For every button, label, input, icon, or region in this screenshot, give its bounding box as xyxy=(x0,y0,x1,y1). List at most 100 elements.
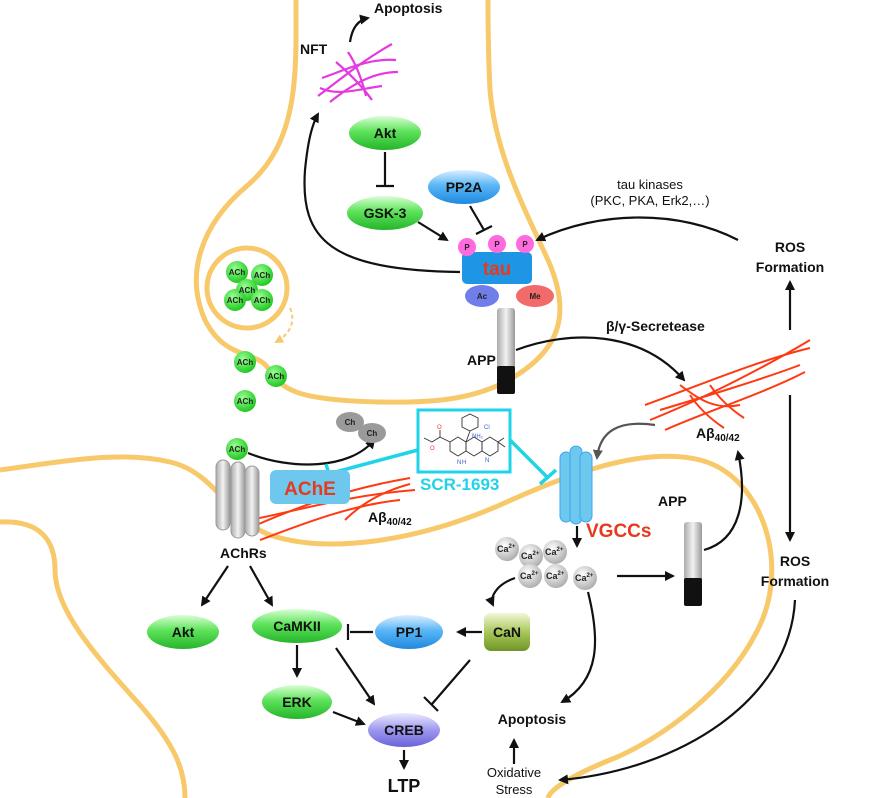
arrow-app-abeta xyxy=(515,336,686,382)
app-right-label: APP xyxy=(658,493,687,509)
ros-top-label-2: Formation xyxy=(756,259,824,275)
can-node: CaN xyxy=(484,613,530,651)
arrow-tau-nft xyxy=(303,112,461,274)
mol-n2: N xyxy=(485,458,489,464)
ca-5: Ca2+ xyxy=(546,571,565,581)
arrow-ros-tau xyxy=(535,216,739,242)
p-label-1: P xyxy=(464,243,470,252)
tau-complex: tau P P P Ac Me xyxy=(458,235,554,307)
nft-tangle xyxy=(317,43,399,103)
akt-top-label: Akt xyxy=(374,125,397,141)
abeta-right-label: Aβ40/42 xyxy=(696,425,740,444)
arrow-abeta-vgcc xyxy=(592,422,656,460)
apoptosis-top-label: Apoptosis xyxy=(374,0,443,16)
gsk3-node: GSK-3 xyxy=(347,196,423,230)
ca-1: Ca2+ xyxy=(497,544,516,554)
ach-vesicle-contents: ACh ACh ACh ACh ACh xyxy=(224,261,273,311)
inhibit-pp1-camkii xyxy=(346,624,373,640)
akt-bottom-label: Akt xyxy=(172,624,195,640)
nft-label: NFT xyxy=(300,41,328,57)
vgccs-label: VGCCs xyxy=(586,521,651,542)
ch-label-1: Ch xyxy=(345,418,356,427)
arrow-nft-apoptosis xyxy=(348,14,370,43)
calcium-ions: Ca2+ Ca2+ Ca2+ Ca2+ Ca2+ Ca2+ xyxy=(495,537,597,590)
svg-text:ACh: ACh xyxy=(229,445,246,454)
p-label-3: P xyxy=(522,240,528,249)
ache-label: AChE xyxy=(284,479,336,500)
app-right xyxy=(684,522,702,606)
inhibit-scr-vgcc xyxy=(508,438,558,486)
ca-3: Ca2+ xyxy=(545,547,564,557)
me-label: Me xyxy=(529,292,541,301)
pp2a-label: PP2A xyxy=(446,179,483,195)
inhibit-akt-gsk3 xyxy=(376,152,394,188)
abeta-mid-label: Aβ40/42 xyxy=(368,509,412,528)
released-ach: ACh ACh ACh xyxy=(234,351,287,412)
arrow-gsk3-tau xyxy=(417,221,449,242)
ca-4: Ca2+ xyxy=(520,571,539,581)
oxidative-label-2: Stress xyxy=(496,782,533,797)
ach-v2: ACh xyxy=(254,271,271,280)
abeta-right-fibrils xyxy=(644,339,811,431)
inhibit-can-creb xyxy=(423,659,471,712)
ach-bound: ACh xyxy=(226,438,248,460)
tau-label: tau xyxy=(483,259,512,280)
ache-enzyme: AChE xyxy=(270,470,350,504)
mol-n1: N xyxy=(457,460,461,466)
presynaptic-membrane xyxy=(193,0,563,405)
akt-bottom-node: Akt xyxy=(147,615,219,649)
ach-v3: ACh xyxy=(239,286,256,295)
ros-bottom-label-1: ROS xyxy=(780,553,810,569)
achrs-label: AChRs xyxy=(220,545,267,561)
ach-r1: ACh xyxy=(237,358,254,367)
erk-node: ERK xyxy=(262,685,332,719)
arrow-app-abeta-right xyxy=(703,450,745,552)
inhibit-pp2a-tau xyxy=(469,205,493,235)
creb-label: CREB xyxy=(384,722,424,738)
secretase-label: β/γ-Secretease xyxy=(606,318,705,334)
apoptosis-bottom-label: Apoptosis xyxy=(498,711,567,727)
ach-v5: ACh xyxy=(254,296,271,305)
choline: Ch Ch xyxy=(336,412,386,443)
mol-o2: O xyxy=(430,446,435,452)
arrow-ca-can xyxy=(485,576,516,607)
tau-kinases-examples: (PKC, PKA, Erk2,…) xyxy=(590,193,709,208)
gsk3-label: GSK-3 xyxy=(364,205,407,221)
ach-r2: ACh xyxy=(268,372,285,381)
ca-2: Ca2+ xyxy=(521,551,540,561)
creb-node: CREB xyxy=(368,713,440,747)
mol-h: H xyxy=(462,460,466,466)
camkii-label: CaMKII xyxy=(273,618,320,634)
erk-label: ERK xyxy=(282,694,312,710)
achrs-receptor xyxy=(215,459,260,539)
arrow-achrs-akt xyxy=(200,565,229,607)
oxidative-label-1: Oxidative xyxy=(487,765,541,780)
akt-top-node: Akt xyxy=(349,116,421,150)
arrow-ach-ch xyxy=(247,438,376,466)
ltp-label: LTP xyxy=(388,776,421,796)
ach-v1: ACh xyxy=(229,268,246,277)
mol-cl: Cl xyxy=(484,425,490,431)
scr1693-structure: Cl NH₂ O O N H N xyxy=(416,408,512,474)
mol-nh2: NH₂ xyxy=(472,434,484,440)
mol-o1: O xyxy=(437,425,442,431)
ch-label-2: Ch xyxy=(367,429,378,438)
arrow-ros-oxidative xyxy=(558,599,797,785)
arrow-ca-apoptosis xyxy=(560,591,597,704)
camkii-node: CaMKII xyxy=(252,609,342,643)
synaptic-vesicle xyxy=(204,245,290,331)
app-top xyxy=(497,308,515,394)
arrow-erk-creb xyxy=(332,710,366,726)
ros-bottom-label-2: Formation xyxy=(761,573,829,589)
vgcc-channel xyxy=(559,445,593,525)
arrow-achrs-camkii xyxy=(249,565,273,607)
can-label: CaN xyxy=(493,624,521,640)
pp2a-node: PP2A xyxy=(428,170,500,204)
arrow-camkii-creb xyxy=(335,647,376,706)
ac-label: Ac xyxy=(477,292,488,301)
ros-top-label-1: ROS xyxy=(775,239,805,255)
ach-r3: ACh xyxy=(237,397,254,406)
arrow-vesicle-release xyxy=(274,307,294,343)
ca-6: Ca2+ xyxy=(575,573,594,583)
